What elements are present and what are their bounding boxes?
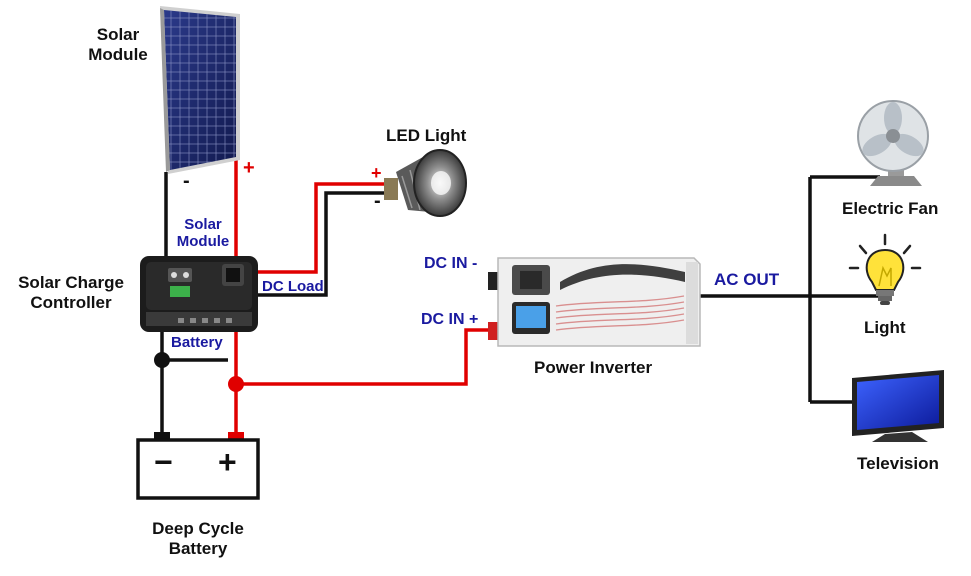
electric-fan: [857, 100, 929, 186]
controller-dc-load-label: DC Load: [262, 278, 324, 295]
led-light: [384, 149, 467, 217]
dc-in-minus-label: DC IN -: [424, 255, 478, 272]
solar-module-plus-sign: +: [243, 157, 255, 179]
battery-title: Deep Cycle Battery: [152, 519, 244, 558]
battery-minus-sign: −: [154, 444, 173, 480]
solar-module-title: Solar Module: [88, 25, 148, 64]
wire-led-negative: [250, 191, 386, 297]
controller-battery-label: Battery: [171, 334, 223, 351]
charge-controller: [140, 256, 258, 332]
electric-fan-title: Electric Fan: [842, 199, 939, 218]
power-inverter-title: Power Inverter: [534, 358, 653, 377]
solar-module-minus-sign: -: [183, 170, 190, 192]
wire-positive-to-inverter: [236, 328, 494, 386]
wire-led-positive: [250, 182, 386, 274]
controller-solar-port-label: Solar Module: [176, 216, 230, 251]
battery-plus-sign: +: [218, 444, 237, 480]
television-title: Television: [857, 454, 939, 473]
junction-negative: [154, 352, 170, 368]
solar-module: [160, 6, 240, 174]
television: [852, 370, 944, 442]
ac-out-label: AC OUT: [714, 270, 780, 289]
wires: [160, 160, 886, 440]
light-bulb: [848, 233, 922, 305]
deep-cycle-battery: [136, 432, 260, 500]
controller-title: Solar Charge Controller: [18, 273, 124, 312]
led-light-title: LED Light: [386, 126, 467, 145]
led-minus-sign: -: [374, 190, 381, 212]
junction-positive: [228, 376, 244, 392]
dc-in-plus-label: DC IN +: [421, 311, 479, 328]
led-plus-sign: +: [371, 163, 382, 183]
power-inverter: [488, 257, 701, 347]
light-title: Light: [864, 318, 906, 337]
